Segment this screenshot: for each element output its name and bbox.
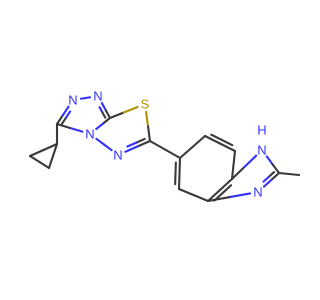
bond-benz_c6-benz_c5-half-2	[178, 145, 194, 160]
bond-c3-n_top_left-double-half-2	[65, 110, 72, 119]
bond-cp2-cp3-half-2	[38, 160, 51, 170]
bond-n_bridge-c3-half-2	[55, 122, 71, 129]
atom-label-n-imidazole: N	[253, 185, 262, 200]
bond-c6-benz_c5-half-1	[148, 139, 167, 151]
bond-layer	[28, 96, 300, 203]
bond-n_h-c2_imid-half-1	[265, 155, 274, 166]
bond-cp2-cp3-half-1	[28, 154, 41, 164]
bond-n_thiadiazole-n_bridge-half-1	[102, 143, 113, 152]
atom-label-sulfur: S	[141, 97, 150, 112]
bond-n_h-c2_imid-half-2	[271, 163, 281, 175]
bond-benz_c7a-n_h-half-2	[243, 154, 258, 169]
bond-c6-n_thiadiazole-double-half-2	[126, 141, 138, 148]
bond-benz_c4-benz_c3a-half-1	[177, 187, 195, 197]
bond-benz_c7-benz_c6-half-2	[203, 134, 222, 145]
bond-n_top_right-c_fused-double-half-2	[101, 111, 107, 119]
bond-c6-n_thiadiazole-half-1	[136, 139, 152, 148]
bond-n_thiadiazole-n_bridge-half-2	[95, 137, 106, 146]
bond-benz_c5-benz_c4-half-2	[177, 172, 181, 191]
bond-c2_imid-n_imid-double-half-2	[262, 175, 270, 183]
bond-n_bridge-c3-half-1	[68, 126, 84, 133]
bond-benz_c7-benz_c6-double-half-2	[210, 133, 223, 141]
bond-benz_c6-benz_c5-half-1	[191, 134, 207, 149]
bond-c3-n_top_left-double-half-1	[61, 116, 68, 125]
bond-benz_c3a-benz_c7a-half-1	[206, 188, 222, 203]
atom-label-n-bridge: N	[85, 127, 94, 142]
bond-c2_imid-n_imid-half-1	[270, 171, 281, 181]
atom-label-layer: N N S N N N H N	[68, 89, 266, 200]
bond-s1-c6-half-1	[145, 110, 150, 128]
bond-c3-n_top_left-half-2	[61, 105, 70, 117]
bond-cp3-cp1-half-1	[47, 154, 55, 170]
bond-benz_c3a-benz_c7a-half-2	[218, 177, 234, 192]
atom-label-n-top-left: N	[68, 93, 77, 108]
bond-c3-n_top_left-half-1	[55, 114, 64, 126]
bond-c_fused-n_bridge-half-1	[102, 116, 112, 125]
bond-c6-benz_c5-half-2	[163, 148, 182, 160]
bond-c2_imid-n_imid-double-half-1	[267, 171, 276, 178]
bond-c_fused-s1-half-2	[122, 105, 139, 114]
bond-benz_c7-benz_c6-half-1	[218, 142, 237, 153]
bond-benz_c7a-benz_c7-half-1	[230, 163, 235, 181]
bond-benz_c7-benz_c6-double-half-1	[220, 138, 234, 147]
bond-c6-n_thiadiazole-half-2	[124, 145, 139, 153]
bond-benz_c3a-benz_c7a-double-half-2	[221, 184, 233, 194]
atom-label-nh-n: N	[257, 143, 266, 158]
bond-n_imid-benz_c3a-half-1	[228, 192, 252, 199]
bond-benz_c7a-benz_c7-half-2	[232, 149, 237, 167]
bond-cp1-cp2-half-1	[42, 142, 59, 152]
bond-s1-c6-half-2	[146, 125, 152, 143]
atom-label-n-thiadiazole: N	[113, 148, 122, 163]
atom-label-n-top-right: N	[93, 89, 102, 104]
bond-c_fused-s1-half-1	[108, 111, 125, 120]
bond-c6-n_thiadiazole-double-half-1	[135, 137, 146, 144]
bond-c2_imid-methyl-half-1	[277, 171, 291, 176]
bond-c2_imid-n_imid-half-2	[262, 178, 273, 188]
atom-label-nh-h: H	[257, 123, 266, 138]
bond-n_top_left-n_top_right-half-2	[84, 96, 92, 100]
molecule-structure: N N S N N N H N	[28, 89, 300, 203]
bond-n_top_right-c_fused-half-2	[104, 109, 112, 120]
bond-cp3-cp1-half-2	[51, 142, 59, 158]
bond-benz_c4-benz_c3a-half-2	[192, 193, 210, 203]
bond-benz_c5-benz_c4-half-1	[178, 156, 182, 175]
bond-cp1-cp2-half-2	[28, 148, 45, 158]
bond-benz_c7a-n_h-half-1	[230, 166, 246, 181]
bond-c_fused-n_bridge-half-2	[95, 122, 105, 131]
bond-c2_imid-methyl-half-2	[287, 172, 300, 177]
bond-n_top_right-c_fused-half-1	[100, 101, 107, 112]
bond-n_imid-benz_c3a-half-2	[206, 196, 231, 203]
